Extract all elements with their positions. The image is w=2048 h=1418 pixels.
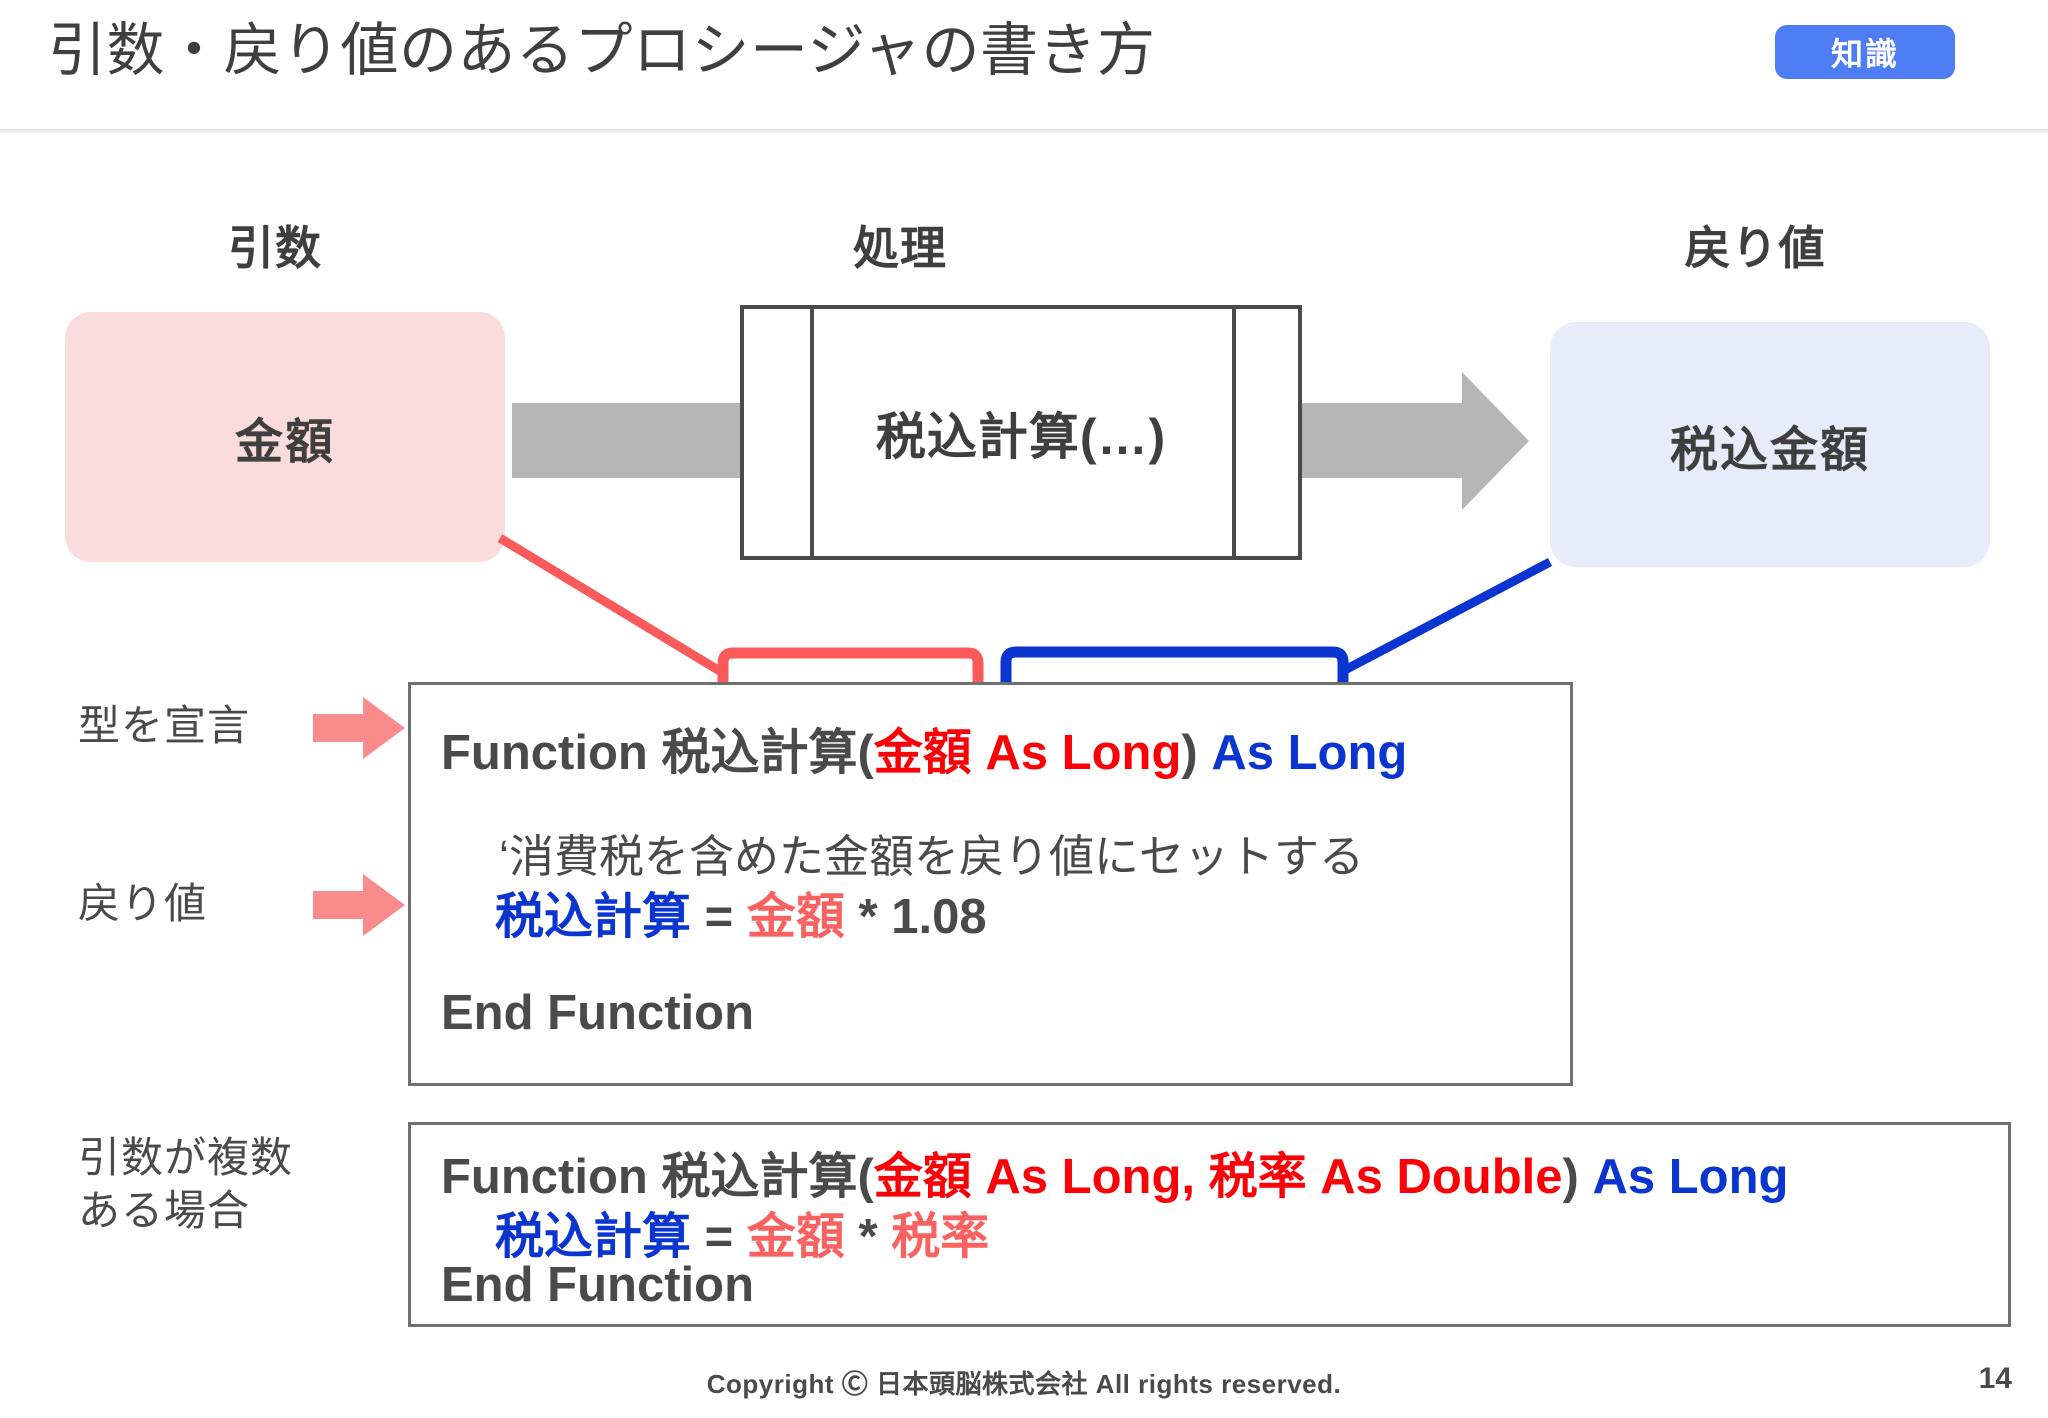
code-token-function-keyword: Function 税込計算( bbox=[441, 726, 874, 780]
return-box: 税込金額 bbox=[1550, 322, 1990, 567]
code-token-equals: = bbox=[704, 890, 734, 944]
code-token-asterisk-multi: * bbox=[858, 1210, 878, 1264]
code-token-return-type-multi: As Long bbox=[1592, 1150, 1789, 1204]
argument-connector-line bbox=[497, 534, 726, 677]
page-number: 14 bbox=[1978, 1362, 2012, 1395]
process-box-right-rule bbox=[1232, 309, 1236, 556]
code-token-return-type: As Long bbox=[1211, 726, 1408, 780]
code-line-signature-multi: Function 税込計算(金額 As Long, 税率 As Double) … bbox=[441, 1137, 1788, 1208]
code-token-operand: 金額 bbox=[746, 890, 845, 944]
code-line-assignment-multi: 税込計算 = 金額 * 税率 bbox=[495, 1197, 989, 1268]
process-box: 税込計算(…) bbox=[740, 305, 1302, 560]
code-line-comment: ‘消費税を含めた金額を戻り値にセットする bbox=[499, 831, 1364, 882]
return-connector-line bbox=[1340, 558, 1553, 675]
code-token-parameters-multi: 金額 As Long, 税率 As Double bbox=[873, 1150, 1563, 1204]
code-token-operand-a-multi: 金額 bbox=[746, 1210, 845, 1264]
code-token-close-paren-multi: ) bbox=[1562, 1150, 1579, 1204]
process-box-label: 税込計算(…) bbox=[875, 408, 1167, 465]
code-token-close-paren: ) bbox=[1181, 726, 1198, 780]
caption-return: 戻り値 bbox=[1684, 222, 1826, 274]
process-box-left-rule bbox=[810, 309, 814, 556]
caption-process: 処理 bbox=[853, 222, 947, 274]
code-token-assign-target: 税込計算 bbox=[495, 890, 692, 944]
code-token-equals-multi: = bbox=[704, 1210, 734, 1264]
return-bracket bbox=[1000, 646, 1349, 682]
code-line-assignment: 税込計算 = 金額 * 1.08 bbox=[495, 877, 987, 948]
knowledge-badge: 知識 bbox=[1775, 25, 1955, 79]
page-title: 引数・戻り値のあるプロシージャの書き方 bbox=[48, 18, 1156, 83]
label-multiple-args: 引数が複数 ある場合 bbox=[78, 1134, 294, 1234]
argument-box-label: 金額 bbox=[234, 416, 335, 469]
code-box-single-argument: Function 税込計算(金額 As Long) As Long ‘消費税を含… bbox=[408, 682, 1573, 1086]
code-line-signature: Function 税込計算(金額 As Long) As Long bbox=[441, 713, 1407, 784]
code-token-multiplier: * 1.08 bbox=[858, 890, 987, 944]
label-declare-type: 型を宣言 bbox=[78, 702, 251, 749]
code-token-function-keyword-multi: Function 税込計算( bbox=[441, 1150, 874, 1204]
code-token-parameter: 金額 As Long bbox=[873, 726, 1182, 780]
code-line-end-function: End Function bbox=[441, 986, 754, 1040]
flow-arrow-head-icon bbox=[1462, 372, 1529, 510]
argument-box: 金額 bbox=[65, 312, 505, 562]
footer-copyright: Copyright Ⓒ 日本頭脳株式会社 All rights reserved… bbox=[706, 1369, 1342, 1399]
argument-bracket bbox=[717, 647, 984, 682]
code-box-multiple-arguments: Function 税込計算(金額 As Long, 税率 As Double) … bbox=[408, 1122, 2011, 1327]
code-token-assign-target-multi: 税込計算 bbox=[495, 1210, 692, 1264]
header-divider bbox=[0, 128, 2048, 133]
right-arrow-icon-return bbox=[313, 874, 405, 936]
caption-argument: 引数 bbox=[228, 222, 322, 274]
return-box-label: 税込金額 bbox=[1669, 423, 1870, 477]
right-arrow-icon-declare bbox=[313, 697, 405, 759]
code-line-end-function-multi: End Function bbox=[441, 1258, 754, 1312]
label-return-value: 戻り値 bbox=[78, 880, 208, 927]
code-token-operand-b-multi: 税率 bbox=[891, 1210, 990, 1264]
